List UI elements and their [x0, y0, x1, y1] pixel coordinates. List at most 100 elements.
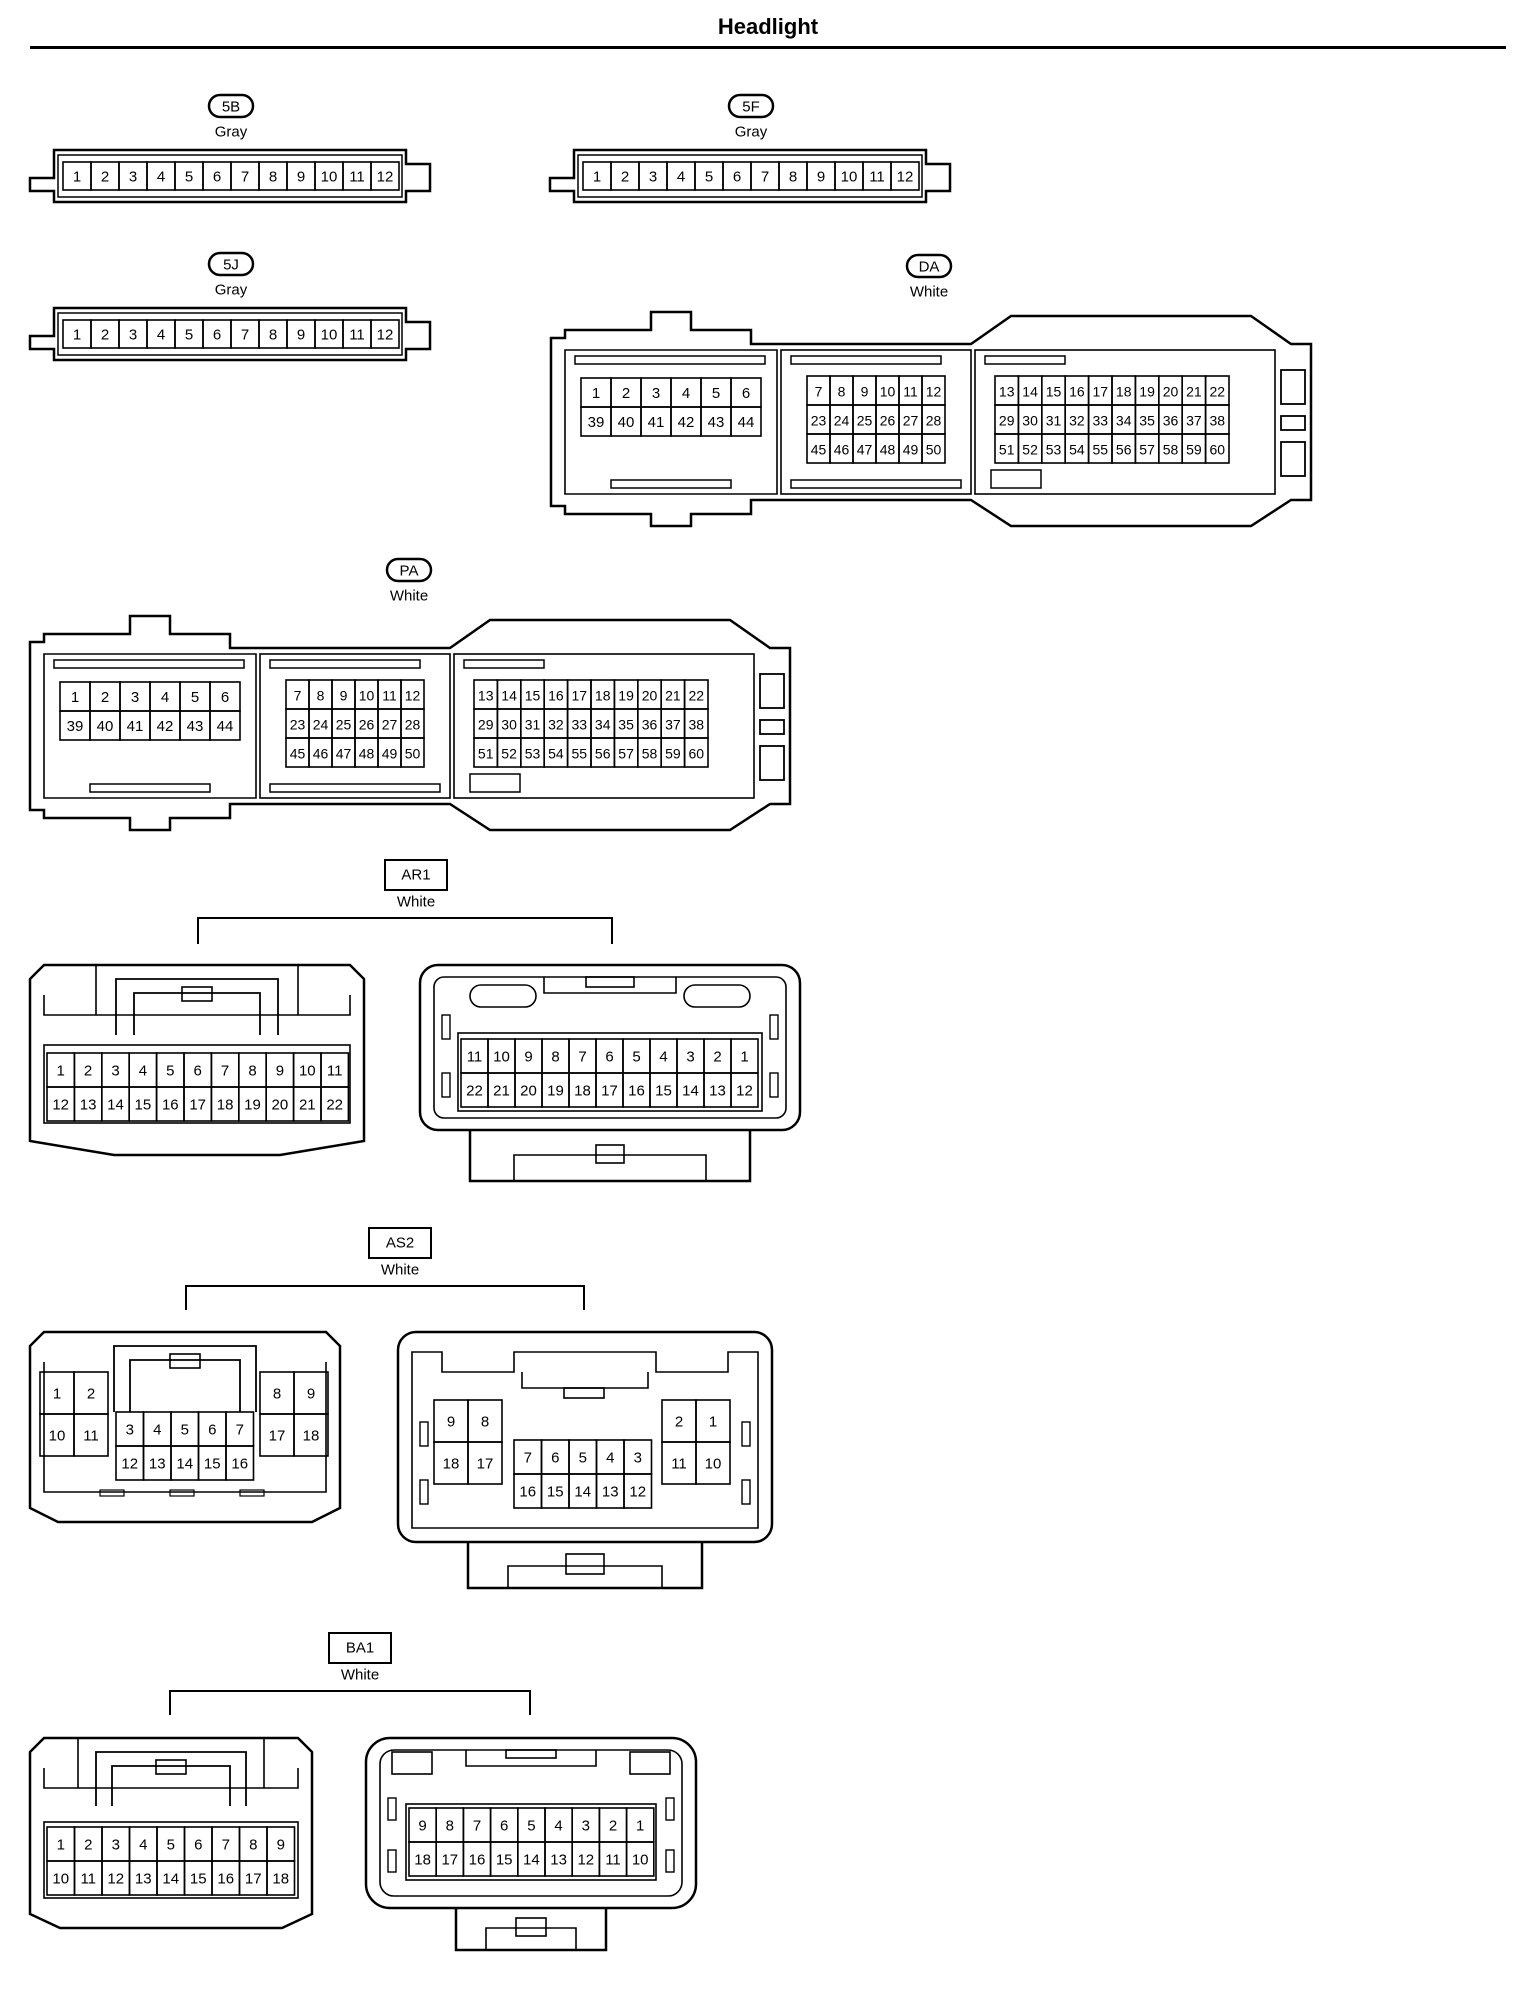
pin-number: 10 — [359, 688, 375, 704]
pin-number: 2 — [713, 1049, 721, 1066]
pin-number: 9 — [340, 688, 348, 704]
pin-cell: 12 — [890, 161, 920, 191]
pin-cell: 7 — [750, 161, 780, 191]
pin-cell: 10 — [625, 1841, 655, 1877]
pin-cell: 32 — [543, 708, 569, 739]
pin-number: 6 — [500, 1818, 508, 1835]
pin-number: 9 — [297, 327, 305, 344]
pin-cell: 1 — [695, 1399, 731, 1443]
pin-number: 14 — [107, 1097, 124, 1114]
pin-number: 9 — [447, 1414, 455, 1431]
pin-cell: 12 — [571, 1841, 601, 1877]
pin-cell: 12 — [623, 1473, 653, 1509]
pin-cell: 10 — [875, 375, 900, 406]
pin-box — [370, 319, 400, 349]
pin-cell: 8 — [308, 679, 333, 710]
pin-number: 15 — [496, 1852, 513, 1869]
pin-cell: 9 — [266, 1826, 296, 1862]
latch-tab — [181, 986, 213, 1002]
pair-bracket — [169, 1690, 531, 1715]
pin-number: 2 — [609, 1818, 617, 1835]
connector-code: 5F — [742, 99, 760, 116]
pin-number: 45 — [290, 746, 306, 762]
pin-cell: 8 — [258, 161, 288, 191]
pin-cell: 42 — [149, 710, 181, 741]
pin-cell: 57 — [613, 737, 639, 768]
pin-cell: 14 — [156, 1860, 186, 1896]
pin-number: 12 — [577, 1852, 594, 1869]
latch-slot — [574, 355, 766, 365]
pin-number: 46 — [834, 442, 850, 458]
pin-number: 15 — [1046, 384, 1062, 400]
pin-cell: 12 — [400, 679, 425, 710]
pin-number: 7 — [578, 1049, 586, 1066]
pin-cell: 26 — [354, 708, 379, 739]
pin-cell: 23 — [285, 708, 310, 739]
connector-code: AR1 — [401, 867, 430, 884]
pin-cell: 2 — [73, 1052, 103, 1088]
housing-inner — [57, 312, 403, 356]
pin-number: 14 — [1022, 384, 1038, 400]
pin-cell: 41 — [640, 406, 672, 437]
pin-cell: 3 — [118, 319, 148, 349]
pin-number: 17 — [269, 1428, 286, 1445]
pin-cell: 31 — [519, 708, 545, 739]
pin-number: 15 — [525, 688, 541, 704]
pin-cell: 14 — [1017, 375, 1043, 406]
connector-color: White — [397, 894, 435, 911]
pin-box — [400, 737, 425, 768]
pin-number: 32 — [548, 717, 564, 733]
pin-number: 26 — [359, 717, 375, 733]
pin-cell: 6 — [489, 1807, 519, 1843]
pin-cell: 11 — [73, 1860, 103, 1896]
side-slot — [665, 1849, 675, 1873]
pin-cell: 14 — [101, 1086, 131, 1122]
latch-tab — [595, 1144, 625, 1164]
pin-cell: 1 — [46, 1826, 76, 1862]
pin-number: 5 — [181, 1422, 189, 1439]
housing-outline — [454, 1908, 608, 1952]
pin-number: 50 — [926, 442, 942, 458]
pin-cell: 4 — [128, 1052, 158, 1088]
housing-inner — [77, 1738, 265, 1788]
pin-cell: 11 — [320, 1052, 350, 1088]
latch-frame — [129, 1359, 241, 1412]
latch-tab — [565, 1553, 605, 1575]
pin-number: 2 — [621, 169, 629, 186]
latch-tab — [155, 1759, 187, 1775]
housing-outline — [396, 1330, 774, 1544]
pin-cell: 13 — [142, 1445, 172, 1481]
latch-frame — [133, 992, 261, 1035]
pin-number: 51 — [478, 746, 494, 762]
pin-number: 10 — [321, 327, 338, 344]
pin-number: 20 — [1163, 384, 1179, 400]
side-slot — [441, 1014, 451, 1040]
pin-frame — [43, 1044, 351, 1124]
housing-outline — [28, 1736, 314, 1930]
pin-cell: 8 — [829, 375, 854, 406]
housing-inner — [259, 653, 451, 799]
pin-cell: 11 — [342, 161, 372, 191]
side-tab — [1280, 441, 1306, 477]
pin-cell: 11 — [598, 1841, 628, 1877]
pin-cell: 18 — [590, 679, 616, 710]
pin-cell: 5 — [174, 161, 204, 191]
pin-cell: 33 — [1087, 404, 1113, 435]
pin-number: 18 — [414, 1852, 431, 1869]
pin-number: 3 — [131, 689, 139, 706]
pin-box — [730, 406, 762, 437]
pin-cell: 11 — [898, 375, 923, 406]
pin-cell: 50 — [400, 737, 425, 768]
pin-cell: 9 — [408, 1807, 438, 1843]
pin-number: 3 — [686, 1049, 694, 1066]
connector-code: 5J — [223, 257, 239, 274]
pin-number: 50 — [405, 746, 421, 762]
pin-cell: 10 — [292, 1052, 322, 1088]
pin-number: 1 — [709, 1414, 717, 1431]
housing-inner — [411, 1351, 759, 1529]
pin-cell: 28 — [400, 708, 425, 739]
pin-cell: 11 — [862, 161, 892, 191]
pin-cell: 4 — [649, 1038, 678, 1074]
pin-number: 5 — [185, 169, 193, 186]
pin-cell: 4 — [666, 161, 696, 191]
